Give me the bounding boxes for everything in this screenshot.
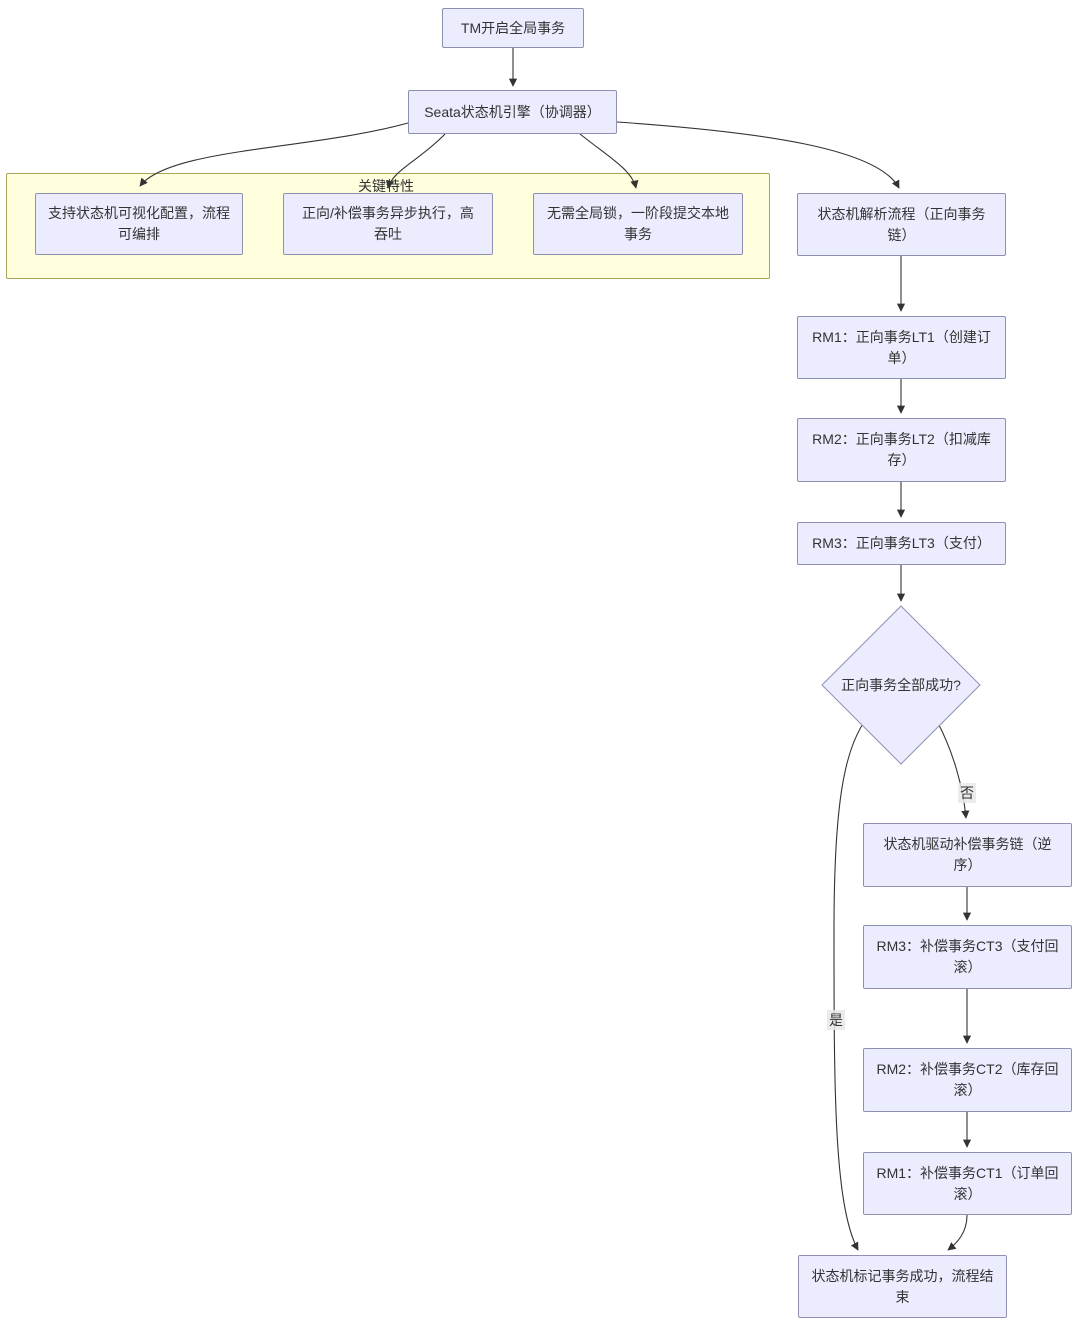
- node-done-label: 状态机标记事务成功，流程结束: [811, 1267, 994, 1305]
- node-rm2-forward-label: RM2：正向事务LT2（扣减库存）: [812, 431, 991, 468]
- edge-seata-parse: [616, 121, 900, 189]
- node-ct3-compensate-label: RM3：补偿事务CT3（支付回滚）: [876, 938, 1059, 975]
- node-parse-flow-label: 状态机解析流程（正向事务链）: [817, 205, 986, 243]
- edge-seata-f2: [386, 133, 446, 189]
- edge-seata-f3: [579, 133, 639, 189]
- node-feature-visual-config-label: 支持状态机可视化配置，流程可编排: [48, 205, 230, 242]
- node-tm-start: TM开启全局事务: [442, 8, 584, 48]
- node-done: 状态机标记事务成功，流程结束: [798, 1255, 1007, 1318]
- node-seata-engine: Seata状态机引擎（协调器）: [408, 90, 617, 134]
- edge-label-no: 否: [958, 783, 976, 803]
- edge-decision-done: [833, 721, 865, 1251]
- node-compensation-chain: 状态机驱动补偿事务链（逆序）: [863, 823, 1072, 887]
- node-feature-async-exec: 正向/补偿事务异步执行，高吞吐: [283, 193, 493, 255]
- node-compensation-chain-label: 状态机驱动补偿事务链（逆序）: [883, 836, 1052, 873]
- node-decision-label: 正向事务全部成功?: [841, 677, 961, 693]
- node-rm2-forward: RM2：正向事务LT2（扣减库存）: [797, 418, 1006, 482]
- node-feature-no-global-lock: 无需全局锁，一阶段提交本地事务: [533, 193, 743, 255]
- node-ct3-compensate: RM3：补偿事务CT3（支付回滚）: [863, 925, 1072, 989]
- node-rm3-forward-label: RM3：正向事务LT3（支付）: [812, 535, 991, 551]
- node-parse-flow: 状态机解析流程（正向事务链）: [797, 193, 1006, 256]
- node-feature-no-global-lock-label: 无需全局锁，一阶段提交本地事务: [547, 205, 729, 242]
- edge-seata-f1: [139, 122, 409, 187]
- node-rm3-forward: RM3：正向事务LT3（支付）: [797, 522, 1006, 565]
- node-ct2-compensate: RM2：补偿事务CT2（库存回滚）: [863, 1048, 1072, 1112]
- node-ct1-compensate-label: RM1：补偿事务CT1（订单回滚）: [876, 1164, 1059, 1202]
- node-feature-visual-config: 支持状态机可视化配置，流程可编排: [35, 193, 243, 255]
- cluster-key-features-label: 关键特性: [358, 178, 414, 194]
- decision-diamond: [821, 605, 981, 765]
- node-rm1-forward: RM1：正向事务LT1（创建订单）: [797, 316, 1006, 379]
- node-feature-async-exec-label: 正向/补偿事务异步执行，高吞吐: [302, 205, 474, 242]
- node-rm1-forward-label: RM1：正向事务LT1（创建订单）: [812, 328, 991, 366]
- node-tm-start-label: TM开启全局事务: [460, 19, 566, 36]
- edge-label-yes: 是: [827, 1010, 845, 1030]
- node-ct1-compensate: RM1：补偿事务CT1（订单回滚）: [863, 1152, 1072, 1215]
- edge-ct1-done: [947, 1214, 968, 1251]
- edge-decision-comp: [937, 722, 970, 819]
- node-ct2-compensate-label: RM2：补偿事务CT2（库存回滚）: [876, 1061, 1059, 1098]
- node-decision-label-box: 正向事务全部成功?: [822, 606, 980, 764]
- node-seata-engine-label: Seata状态机引擎（协调器）: [424, 103, 601, 120]
